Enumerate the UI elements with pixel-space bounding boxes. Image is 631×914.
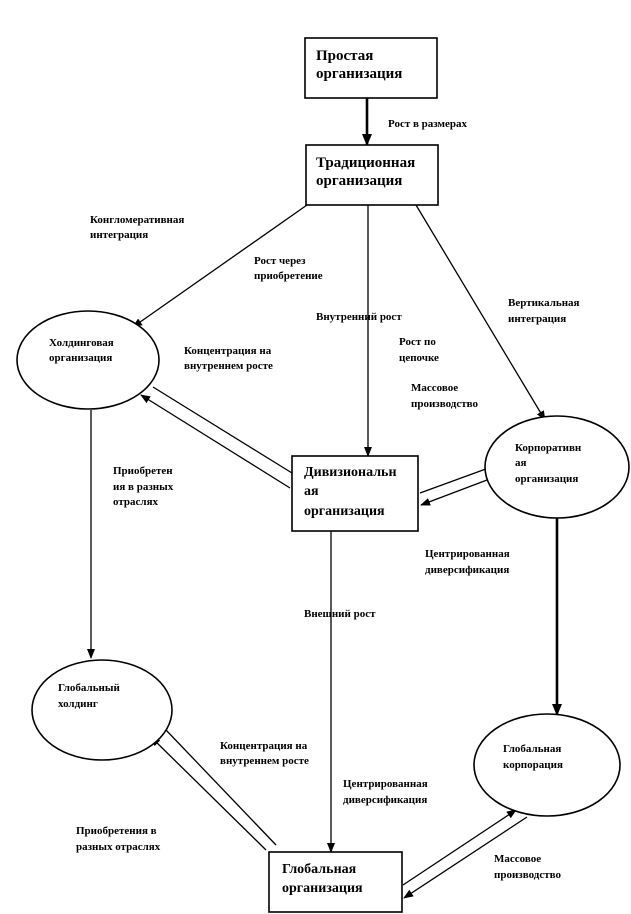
node-label: Глобальный (58, 682, 120, 694)
svg-text:приобретение: приобретение (254, 270, 323, 282)
svg-text:внутреннем росте: внутреннем росте (220, 755, 309, 767)
node-label: холдинг (58, 698, 98, 710)
arrow-holding-to-divisional (152, 386, 293, 474)
label-growth-size: Рост в размерах (388, 118, 468, 130)
arrow-global-corporation-to-global-organization (403, 816, 528, 899)
arrow-traditional-to-corporate (415, 204, 546, 421)
svg-text:Внутренний рост: Внутренний рост (316, 311, 402, 323)
arrow-corporate-to-divisional (420, 479, 488, 506)
svg-text:Массовое: Массовое (411, 382, 458, 394)
label-concentration-internal-2: Концентрация на внутреннем росте (220, 740, 309, 767)
svg-text:интеграция: интеграция (508, 313, 566, 325)
node-label: Корпоративн (515, 442, 582, 454)
label-acquisitions-industries-1: Приобретен ия в разных отраслях (113, 465, 174, 508)
svg-text:разных отраслях: разных отраслях (76, 841, 161, 853)
svg-text:производство: производство (494, 869, 561, 881)
svg-text:Внешний рост: Внешний рост (304, 608, 376, 620)
arrow-divisional-to-corporate (419, 465, 495, 494)
svg-text:Вертикальная: Вертикальная (508, 297, 580, 309)
svg-text:отраслях: отраслях (113, 496, 159, 508)
label-mass-production-1: Массовое производство (411, 382, 478, 410)
node-label: Глобальная (503, 743, 561, 755)
node-label: Простая (316, 48, 373, 64)
label-internal-growth: Внутренний рост (316, 311, 402, 323)
svg-text:диверсификация: диверсификация (343, 794, 427, 806)
node-global-organization: Глобальная организация (268, 851, 403, 913)
arrow-traditional-to-holding (132, 204, 308, 328)
node-divisional-organization: Дивизиональн ая организация (291, 455, 419, 532)
label-mass-production-2: Массовое производство (494, 853, 561, 881)
svg-text:Приобретен: Приобретен (113, 465, 173, 477)
svg-text:Концентрация на: Концентрация на (184, 345, 272, 357)
svg-text:диверсификация: диверсификация (425, 564, 509, 576)
svg-text:внутреннем росте: внутреннем росте (184, 360, 273, 372)
node-label: Традиционная (316, 155, 415, 171)
node-label: ая (304, 484, 319, 499)
label-acquisitions-industries-2: Приобретения в разных отраслях (76, 825, 161, 853)
svg-text:Конгломеративная: Конгломеративная (90, 214, 184, 226)
node-label: организация (515, 473, 578, 485)
node-label: Холдинговая (49, 337, 114, 349)
arrow-global-organization-to-global-corporation (402, 809, 517, 886)
node-corporate-organization: Корпоративн ая организация (484, 415, 630, 519)
svg-text:ия в разных: ия в разных (113, 481, 174, 493)
label-conglomerate-integration: Конгломеративная интеграция (90, 214, 184, 241)
node-label: корпорация (503, 759, 563, 771)
svg-text:производство: производство (411, 398, 478, 410)
arrow-global-holding-to-global-organization (165, 729, 277, 846)
node-traditional-organization: Традиционная организация (305, 144, 439, 206)
svg-text:Приобретения в: Приобретения в (76, 825, 157, 837)
svg-text:Массовое: Массовое (494, 853, 541, 865)
label-external-growth: Внешний рост (304, 608, 376, 620)
label-centered-diversification-2: Центрированная диверсификация (343, 778, 428, 806)
node-label: организация (49, 352, 112, 364)
label-concentration-internal-1: Концентрация на внутреннем росте (184, 345, 273, 372)
node-label: организация (282, 881, 363, 896)
label-centered-diversification-1: Центрированная диверсификация (425, 548, 510, 576)
node-global-holding: Глобальный холдинг (31, 659, 173, 761)
node-label: Глобальная (282, 862, 357, 877)
svg-text:Концентрация на: Концентрация на (220, 740, 308, 752)
arrow-divisional-to-holding (140, 394, 291, 489)
node-label: организация (316, 173, 402, 189)
svg-text:цепочке: цепочке (399, 352, 439, 364)
node-global-corporation: Глобальная корпорация (473, 713, 621, 817)
arrow-global-organization-to-global-holding (150, 736, 267, 851)
node-simple-organization: Простая организация (304, 37, 438, 99)
label-vertical-integration: Вертикальная интеграция (508, 297, 580, 325)
label-chain-growth: Рост по цепочке (399, 336, 439, 364)
svg-text:Рост по: Рост по (399, 336, 436, 348)
node-label: организация (316, 66, 402, 82)
svg-text:Центрированная: Центрированная (425, 548, 510, 560)
node-holding-organization: Холдинговая организация (16, 310, 160, 410)
svg-text:Рост через: Рост через (254, 255, 306, 267)
svg-text:интеграция: интеграция (90, 229, 148, 241)
svg-text:Рост в размерах: Рост в размерах (388, 118, 468, 130)
node-label: ая (515, 457, 527, 469)
node-label: Дивизиональн (304, 465, 397, 480)
node-label: организация (304, 504, 385, 519)
svg-text:Центрированная: Центрированная (343, 778, 428, 790)
label-growth-acquisition: Рост через приобретение (254, 255, 323, 282)
